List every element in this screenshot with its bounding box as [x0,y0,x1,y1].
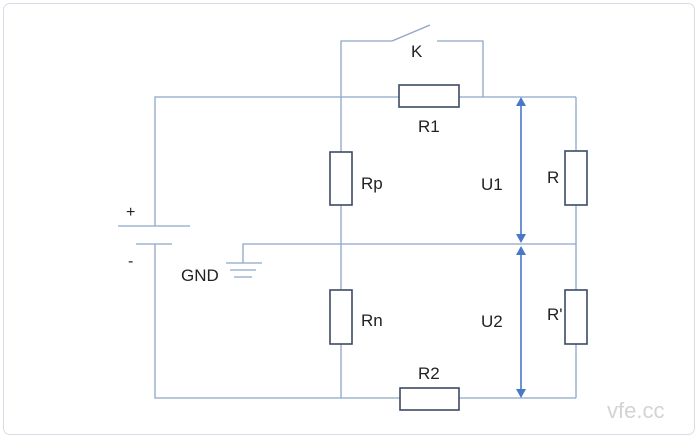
rn-label: Rn [361,311,383,330]
wires [154,24,577,399]
switch-branch-wire [340,40,392,152]
battery-plus-label: + [126,204,135,221]
resistor-rn [329,289,353,345]
u2-voltage-arrow [516,246,526,398]
u2-arrowhead-bottom [516,389,526,398]
resistor-r-prime [564,289,588,345]
resistor-r1 [398,84,460,108]
u2-arrowhead-top [516,246,526,255]
battery-symbol [118,225,190,245]
resistor-r2 [399,387,460,411]
u1-arrowhead-bottom [516,234,526,243]
gnd-label: GND [181,266,219,285]
switch-branch-wire-right [437,40,484,97]
r1-label: R1 [418,117,440,136]
ground-midline-wire [242,243,576,263]
battery-minus-label: - [128,253,133,270]
switch-label: K [411,42,423,61]
u2-label: U2 [481,312,503,331]
u1-voltage-arrow [516,97,526,243]
bottom-rail-wire [154,244,400,399]
switch-blade [391,24,431,42]
r2-label: R2 [418,364,440,383]
ground-symbol [226,262,262,278]
u1-arrowhead-top [516,97,526,106]
diagram-frame [3,3,695,435]
resistor-rp [329,151,353,206]
r-label: R [547,168,559,187]
r-prime-label: R' [547,305,563,324]
watermark: vfe.cc [607,398,664,423]
u1-label: U1 [481,175,503,194]
resistor-r [564,150,588,206]
top-rail-wire [154,96,399,226]
rp-label: Rp [361,174,383,193]
